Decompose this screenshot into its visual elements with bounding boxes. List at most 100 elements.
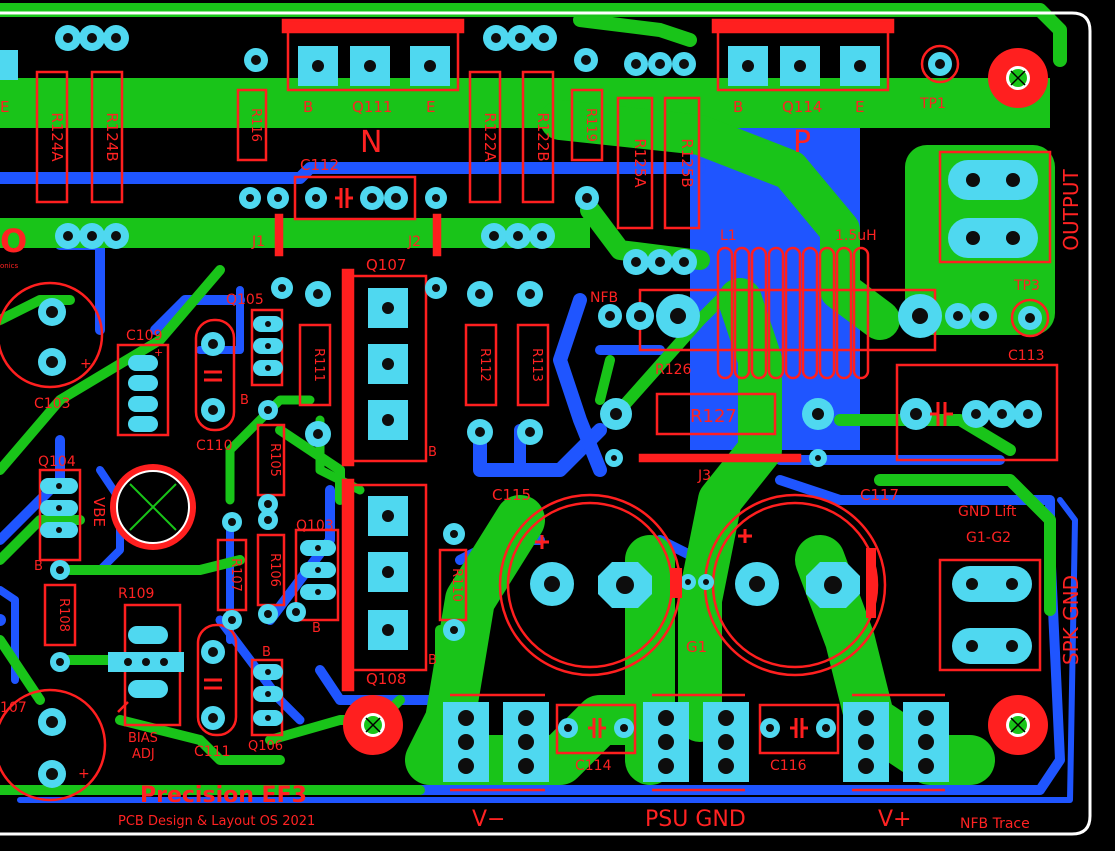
r122a-outline	[468, 70, 502, 204]
label-psu-gnd: PSU GND	[645, 807, 746, 832]
tp3-ring	[1010, 298, 1050, 338]
label-g1-g2: G1-G2	[966, 530, 1011, 546]
j2-mark	[432, 213, 442, 257]
label-c107-plus: +	[78, 766, 90, 782]
label-q108-b: B	[428, 653, 437, 668]
label-q106: Q106	[248, 739, 283, 754]
c114-pads	[558, 718, 634, 738]
psu-gnd-bracket	[652, 693, 745, 792]
r125b-outline	[663, 96, 701, 230]
label-p: P	[793, 125, 811, 160]
q104-pads	[40, 478, 78, 538]
cap-symbols	[204, 188, 953, 738]
label-c103-plus: +	[80, 356, 92, 372]
r127-outline	[655, 392, 777, 436]
label-q107: Q107	[366, 256, 406, 274]
r113-outline	[516, 323, 550, 407]
label-q111-e: E	[426, 98, 435, 116]
pad-group-q114-left	[624, 52, 696, 76]
bias-adj-pads	[108, 626, 184, 698]
label-v-minus: V−	[472, 807, 505, 832]
label-r110: R110	[449, 568, 464, 602]
label-gnd-lift: GND Lift	[958, 504, 1017, 520]
label-c116: C116	[770, 758, 807, 774]
q103-pads	[300, 540, 336, 600]
mounting-hole-bottom-right	[988, 695, 1048, 755]
c109-outline	[116, 343, 170, 437]
label-j2: J2	[407, 234, 421, 250]
label-c110: C110	[196, 438, 233, 454]
label-bias: BIAS	[128, 731, 158, 746]
label-r127: R127	[690, 406, 737, 427]
pad-group-top-left	[0, 25, 129, 80]
c103-outline	[0, 281, 104, 389]
pad-group-center-mid	[481, 223, 555, 249]
c112-row-pads	[239, 186, 599, 210]
label-tp3: TP3	[1013, 278, 1040, 294]
label-c109: C109	[126, 328, 163, 344]
label-r122a: R122A	[481, 112, 499, 162]
pad-group-top-mid	[483, 25, 557, 51]
r116-outline	[236, 88, 268, 162]
r109-arrow	[117, 701, 129, 713]
label-c109-plus: +	[154, 346, 163, 359]
label-q105-b: B	[240, 393, 249, 408]
pad-group-left-mid	[55, 223, 129, 249]
label-adj: ADJ	[132, 747, 155, 762]
label-r122b: R122B	[534, 112, 552, 161]
c115-pads	[530, 562, 652, 608]
r122b-outline	[521, 70, 555, 204]
label-l1: L1	[720, 228, 737, 244]
r125a-outline	[616, 96, 654, 230]
label-r107: R107	[228, 558, 243, 592]
label-q114: Q114	[782, 98, 822, 116]
label-q105: Q105	[226, 292, 264, 308]
tp1-ring	[920, 44, 960, 84]
gnd-lift-outline	[938, 558, 1042, 672]
label-q114-b: B	[733, 98, 743, 116]
output-connector-outline	[938, 150, 1052, 264]
nfb-pads	[598, 294, 1042, 338]
label-r105: R105	[267, 443, 282, 477]
label-o-logo: O	[0, 222, 27, 260]
label-r124b: R124B	[103, 112, 121, 161]
label-r119: R119	[583, 108, 598, 142]
c111-outline	[196, 623, 238, 737]
label-q104: Q104	[38, 454, 76, 470]
pads-layer	[0, 25, 1042, 788]
c113-pads	[900, 398, 1042, 430]
label-q111: Q111	[352, 98, 392, 116]
c107-outline	[0, 688, 107, 802]
label-vbe: VBE	[90, 497, 108, 527]
silkscreen-text: R124A R124B E B Q111 E N R122A R122B R11…	[0, 96, 1083, 832]
c112-outline	[293, 175, 417, 221]
label-r108: R108	[56, 598, 71, 632]
psu-connector-v-minus	[443, 702, 549, 782]
label-q111-b: B	[303, 98, 313, 116]
label-onics: onics	[0, 262, 19, 270]
label-g1: G1	[686, 638, 707, 656]
pad-group-r125	[623, 249, 697, 275]
r108-outline	[43, 583, 77, 647]
label-r106: R106	[267, 553, 282, 587]
c114-outline	[555, 703, 637, 755]
r124b-outline	[90, 70, 124, 204]
r111-outline	[298, 323, 332, 407]
q107-tab	[341, 268, 355, 467]
l1-inductor	[716, 246, 870, 380]
label-q107-b: B	[428, 445, 437, 460]
v-plus-bracket	[852, 693, 945, 792]
label-j1: J1	[251, 234, 265, 250]
label-c107: 107	[0, 700, 27, 716]
c116-outline	[758, 703, 840, 755]
q111-pads	[298, 46, 450, 86]
label-q108: Q108	[366, 670, 406, 688]
label-j3: J3	[697, 468, 711, 484]
label-c117: C117	[860, 486, 899, 504]
label-c112: C112	[300, 156, 339, 174]
mounting-holes	[110, 48, 1048, 755]
label-tp1: TP1	[919, 96, 946, 112]
label-r126: R126	[655, 362, 692, 378]
q114-tab	[711, 18, 895, 34]
c109-pads	[128, 355, 158, 432]
